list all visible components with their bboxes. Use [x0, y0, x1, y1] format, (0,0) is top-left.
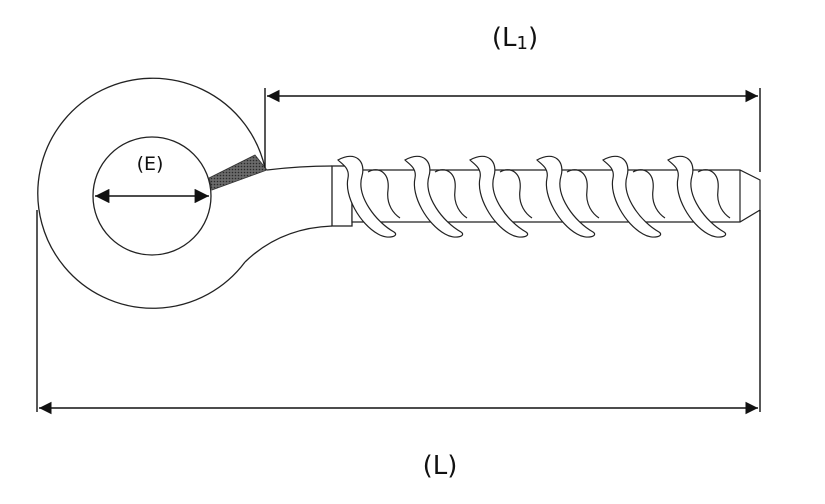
- thread-crest: [566, 169, 600, 219]
- thread-crest: [367, 169, 401, 219]
- thread-flight: [602, 155, 662, 238]
- thread-flight: [469, 155, 529, 238]
- weld-hatch: [208, 154, 268, 191]
- thread-crest: [499, 169, 533, 219]
- thread-flight: [536, 155, 596, 238]
- l1-label: (L1): [492, 23, 538, 54]
- thread-flight: [404, 155, 464, 238]
- thread-crest: [434, 169, 468, 219]
- l-label: (L): [423, 451, 458, 481]
- thread-crest: [697, 169, 731, 219]
- eye-ring: [37, 77, 266, 309]
- dimension-l1: [264, 88, 761, 172]
- screw-neck: [244, 165, 333, 263]
- thread-flight: [667, 155, 727, 238]
- e-label: (E): [137, 153, 164, 175]
- dimension-l: [36, 210, 761, 415]
- thread-flight: [337, 155, 397, 238]
- thread-flights: [337, 155, 731, 238]
- thread-crest: [632, 169, 666, 219]
